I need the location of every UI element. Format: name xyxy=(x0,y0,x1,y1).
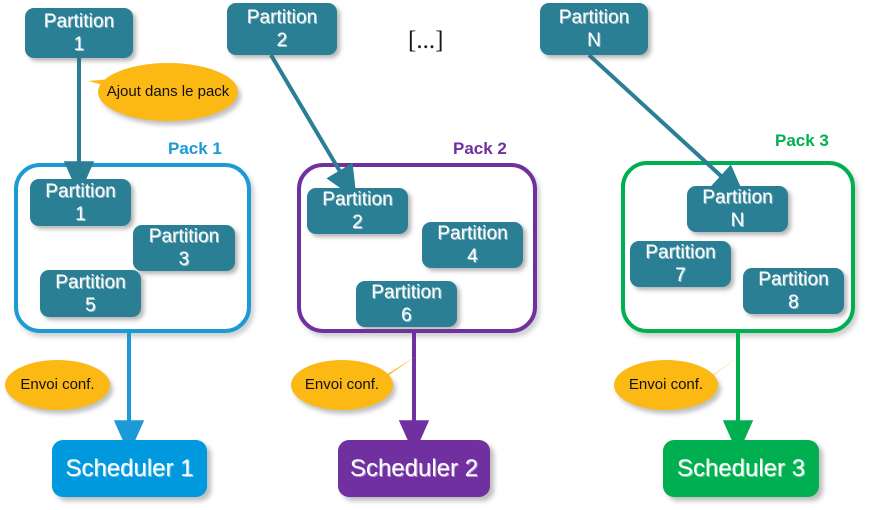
callout-text: Envoi conf. xyxy=(304,376,380,393)
scheduler-label: Scheduler 2 xyxy=(349,454,479,482)
callout-send-conf-2: Envoi conf. xyxy=(291,357,421,410)
pack-2-partition-6[interactable]: Partition 6 xyxy=(356,281,457,327)
ellipsis-label: [...] xyxy=(408,27,444,54)
partition-number: 8 xyxy=(788,292,799,313)
callout-text: Envoi conf. xyxy=(20,376,95,393)
callout-text: Envoi conf. xyxy=(628,376,704,393)
partition-label: Partition xyxy=(148,226,220,247)
incoming-partition-n[interactable]: Partition N xyxy=(540,3,648,55)
partition-label: Partition xyxy=(322,189,393,210)
arrow-partition2-to-pack2 xyxy=(269,53,357,200)
partition-number: 2 xyxy=(276,30,288,51)
partition-label: Partition xyxy=(645,242,716,263)
partition-number: 2 xyxy=(352,212,363,233)
partition-number: N xyxy=(587,30,601,51)
scheduler-label: Scheduler 3 xyxy=(676,454,806,482)
pack-2-container[interactable] xyxy=(297,163,537,333)
partition-label: Partition xyxy=(246,7,318,28)
callout-bubble: Envoi conf. xyxy=(5,360,110,410)
pack-3-partition-n[interactable]: Partition N xyxy=(687,186,788,232)
partition-label: Partition xyxy=(371,282,442,303)
pack-1-label: Pack 1 xyxy=(168,139,222,158)
partition-label: Partition xyxy=(43,11,115,32)
callout-bubble: Ajout dans le pack xyxy=(98,63,238,121)
partition-number: 1 xyxy=(75,203,86,225)
partition-number: 1 xyxy=(73,34,85,55)
pack-1-partition-5[interactable]: Partition 5 xyxy=(40,270,141,317)
scheduler-label: Scheduler 1 xyxy=(65,454,194,482)
pack-3-partition-7[interactable]: Partition 7 xyxy=(630,241,731,287)
callout-bubble: Envoi conf. xyxy=(614,360,718,410)
callout-send-conf-1: Envoi conf. xyxy=(5,357,135,410)
callout-bubble: Envoi conf. xyxy=(291,360,393,410)
partition-label: Partition xyxy=(702,187,773,208)
callout-add-to-pack: Ajout dans le pack xyxy=(88,63,238,121)
pack-3-partition-8[interactable]: Partition 8 xyxy=(743,268,844,314)
partition-label: Partition xyxy=(758,269,829,290)
partition-number: 3 xyxy=(178,249,190,270)
partition-number: N xyxy=(730,210,745,231)
scheduler-1-box[interactable]: Scheduler 1 xyxy=(52,440,207,497)
arrow-partitionN-to-pack3 xyxy=(587,53,746,199)
callout-send-conf-3: Envoi conf. xyxy=(614,357,744,410)
pack-2-partition-2[interactable]: Partition 2 xyxy=(307,188,408,234)
scheduler-3-box[interactable]: Scheduler 3 xyxy=(663,440,819,497)
incoming-partition-1[interactable]: Partition 1 xyxy=(25,8,133,58)
callout-text: Ajout dans le pack xyxy=(106,83,230,100)
pack-2-partition-4[interactable]: Partition 4 xyxy=(422,222,523,268)
pack-3-label: Pack 3 xyxy=(775,131,829,150)
pack-1-container[interactable] xyxy=(14,163,251,333)
partition-label: Partition xyxy=(45,180,116,202)
partition-number: 5 xyxy=(85,294,96,316)
partition-number: 4 xyxy=(467,246,478,267)
scheduler-2-box[interactable]: Scheduler 2 xyxy=(338,440,490,497)
partition-label: Partition xyxy=(437,223,508,244)
partition-label: Partition xyxy=(558,7,630,28)
pack-1-partition-3[interactable]: Partition 3 xyxy=(133,225,235,271)
pack-1-partition-1[interactable]: Partition 1 xyxy=(30,179,131,226)
partition-label: Partition xyxy=(55,271,126,293)
pack-3-container[interactable] xyxy=(621,161,855,333)
incoming-partition-2[interactable]: Partition 2 xyxy=(227,3,337,55)
pack-2-label: Pack 2 xyxy=(453,139,507,158)
partition-number: 7 xyxy=(675,265,686,286)
partition-number: 6 xyxy=(401,305,412,326)
